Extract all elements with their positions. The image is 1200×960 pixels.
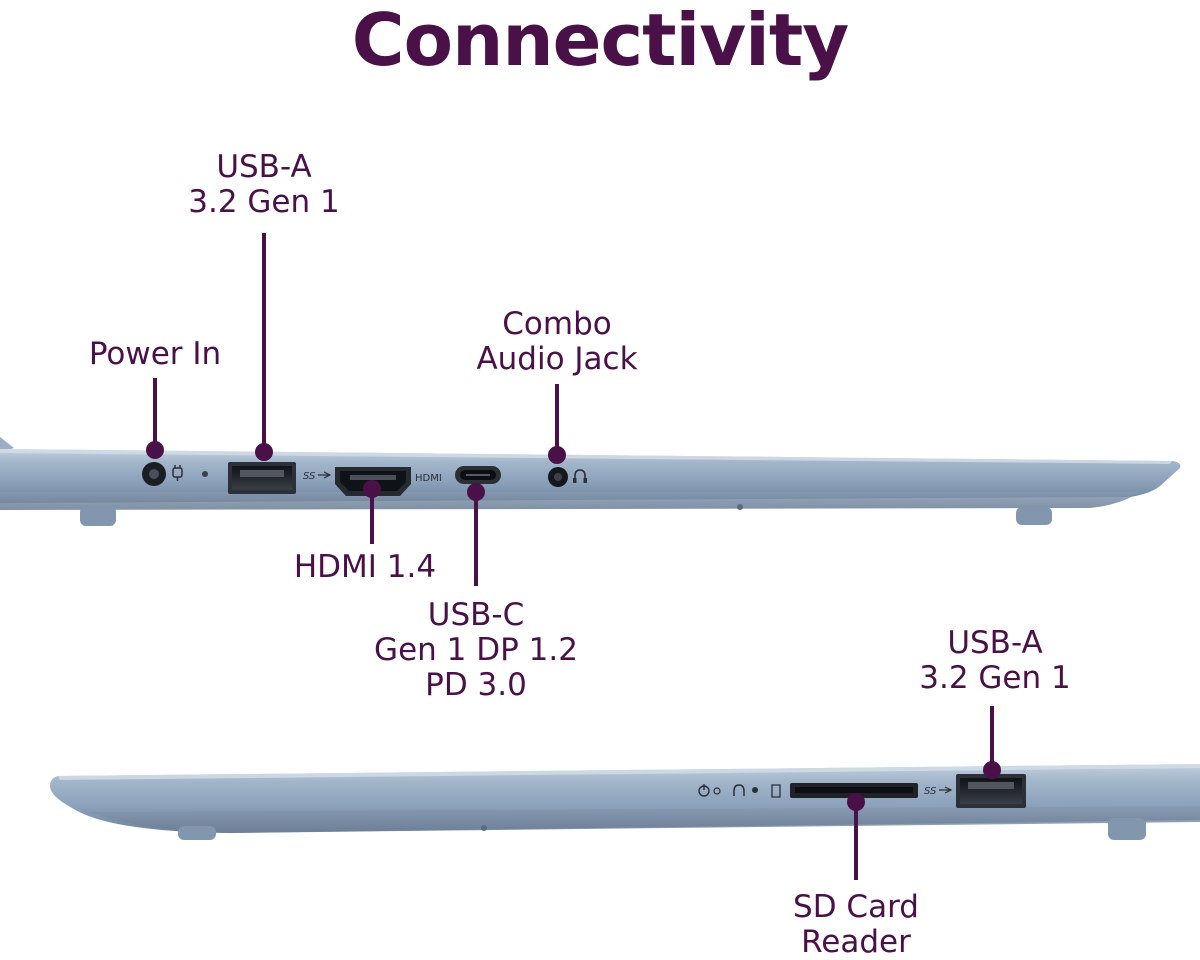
label-hdmi: HDMI 1.4	[293, 549, 437, 585]
laptop-right-side: SS	[50, 706, 1200, 880]
foot	[1108, 818, 1146, 840]
power-jack	[142, 462, 208, 486]
laptop-left-side: SS HDMI	[0, 233, 1181, 586]
sd-card-icon	[771, 784, 781, 798]
label-usb-a-left: USB-A 3.2 Gen 1	[188, 149, 340, 220]
svg-text:SS: SS	[924, 786, 937, 797]
leader-dots-left	[146, 441, 566, 501]
page-title: Connectivity	[351, 0, 849, 82]
label-combo-audio-jack: Combo Audio Jack	[476, 306, 638, 377]
headphone-icon	[573, 469, 587, 483]
label-sd-card-reader: SD Card Reader	[793, 889, 919, 960]
foot	[80, 506, 116, 526]
hdmi-port-text: HDMI	[415, 473, 442, 484]
usb-a-port-right	[956, 774, 1026, 808]
audio-jack	[548, 467, 587, 487]
foot	[1016, 507, 1052, 525]
chassis-right-lip	[90, 806, 1200, 833]
label-usb-a-right: USB-A 3.2 Gen 1	[919, 625, 1071, 696]
svg-text:SS: SS	[303, 471, 316, 482]
foot	[178, 826, 216, 840]
usb-ss-icon: SS	[303, 471, 332, 482]
leader-lines-right	[854, 706, 994, 880]
label-power-in: Power In	[88, 336, 222, 372]
hinge-edge	[0, 437, 14, 452]
leader-lines-left	[153, 233, 559, 586]
label-usb-c: USB-C Gen 1 DP 1.2 PD 3.0	[374, 597, 578, 703]
leader-dots-right	[847, 761, 1001, 811]
power-plug-icon	[172, 465, 183, 481]
status-led	[202, 471, 208, 477]
sd-card-slot	[790, 783, 918, 798]
usb-a-port-left	[228, 462, 296, 494]
power-indicator-icon	[698, 784, 721, 797]
headphone-indicator-icon	[733, 784, 758, 796]
usb-c-port	[455, 466, 501, 484]
usb-ss-icon-right: SS	[924, 786, 953, 797]
chassis-left-lip	[0, 492, 1140, 510]
